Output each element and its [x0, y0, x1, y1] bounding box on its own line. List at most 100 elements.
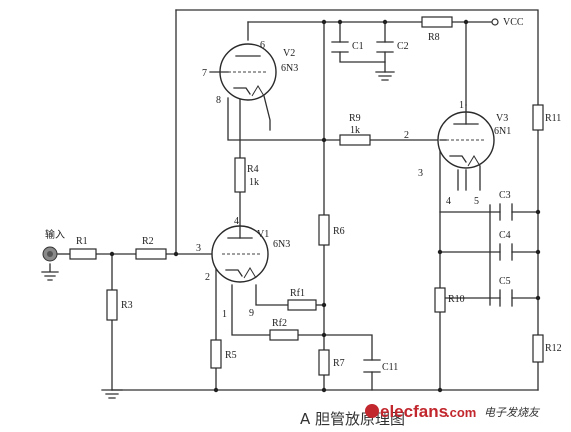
- rf2-label: Rf2: [272, 318, 287, 329]
- v3-name: V3: [496, 113, 508, 124]
- junction-dot: [535, 209, 541, 215]
- pin-v3-5: 5: [474, 196, 479, 207]
- diagram-caption: A 胆管放原理图: [300, 410, 405, 428]
- r10-label: R10: [448, 294, 465, 305]
- junction-dot: [321, 387, 327, 393]
- pin-v1-grid: 3: [196, 243, 201, 254]
- ground-icon: [375, 71, 395, 81]
- capacitor-c1: [331, 41, 349, 53]
- pin-v3-cathode: 3: [418, 168, 423, 179]
- pin-v1-9: 9: [249, 308, 254, 319]
- r4-label: R4: [247, 164, 259, 175]
- resistor-r6: [318, 214, 330, 246]
- r9-label: R9: [349, 113, 361, 124]
- resistor-r7: [318, 349, 330, 376]
- junction-dot: [463, 19, 469, 25]
- resistors: [69, 16, 544, 376]
- rf1-label: Rf1: [290, 288, 305, 299]
- capacitor-c2: [376, 41, 394, 53]
- junction-dot: [213, 387, 219, 393]
- resistor-r8: [421, 16, 453, 28]
- resistor-r5: [210, 339, 222, 369]
- junction-dot: [173, 251, 179, 257]
- r8-label: R8: [428, 32, 440, 43]
- junction-dot: [382, 19, 388, 25]
- junctions: [109, 19, 541, 393]
- vcc-terminal-icon: [491, 18, 499, 26]
- v2-name: V2: [283, 48, 295, 59]
- watermark-brand: elecfans: [380, 402, 448, 421]
- junction-dot: [321, 19, 327, 25]
- resistor-r9: [339, 134, 371, 146]
- r11-label: R11: [545, 113, 561, 124]
- c1-label: C1: [352, 41, 364, 52]
- tube-v1-filament: [243, 267, 257, 279]
- c11-label: C11: [382, 362, 398, 373]
- resistor-rf2: [269, 329, 299, 341]
- capacitor-c11: [363, 359, 381, 373]
- pin-v2-grid: 7: [202, 68, 207, 79]
- junction-dot: [437, 249, 443, 255]
- v1-name: V1: [257, 229, 269, 240]
- r7-label: R7: [333, 358, 345, 369]
- v3-type: 6N1: [494, 126, 511, 137]
- resistor-r12: [532, 334, 544, 363]
- tube-v1: [211, 225, 269, 283]
- watermark-cn: 电子发烧友: [484, 406, 541, 419]
- tube-v3-filament: [467, 155, 481, 167]
- pin-v3-4: 4: [446, 196, 451, 207]
- ground-icon: [101, 389, 123, 399]
- pin-v2-cathode: 8: [216, 95, 221, 106]
- v1-type: 6N3: [273, 239, 290, 250]
- tube-v3-cathode: [449, 155, 467, 163]
- tube-v2: [209, 43, 277, 131]
- junction-dot: [535, 249, 541, 255]
- junction-dot: [437, 387, 443, 393]
- junction-dot: [337, 19, 343, 25]
- pin-v3-plate: 1: [459, 100, 464, 111]
- tube-v2-filament: [251, 85, 265, 97]
- capacitor-c4: [499, 243, 513, 261]
- input-label: 输入: [45, 228, 65, 241]
- pin-v1-plate: 4: [234, 216, 239, 227]
- junction-dot: [109, 251, 115, 257]
- capacitors: [331, 41, 513, 373]
- r12-label: R12: [545, 343, 562, 354]
- labels: 输入 VCC R1 R2 R3 R4 1k R5 R6 R7 R8 R9 1k …: [45, 17, 562, 373]
- c5-label: C5: [499, 276, 511, 287]
- r9-value: 1k: [350, 125, 360, 136]
- elecfans-logo-icon: [365, 404, 379, 418]
- c2-label: C2: [397, 41, 409, 52]
- vcc-label: VCC: [503, 17, 524, 28]
- tube-v2-cathode: [233, 87, 251, 95]
- resistor-r1: [69, 248, 97, 260]
- v2-type: 6N3: [281, 63, 298, 74]
- pin-v3-grid: 2: [404, 130, 409, 141]
- resistor-rf1: [287, 299, 317, 311]
- input-jack: [42, 246, 58, 262]
- input-jack-center: [47, 251, 53, 257]
- c3-label: C3: [499, 190, 511, 201]
- ground-symbols: [41, 71, 395, 399]
- resistor-r3: [106, 289, 118, 321]
- r4-value: 1k: [249, 177, 259, 188]
- resistor-r10: [434, 287, 446, 313]
- pin-v1-cathode: 2: [205, 272, 210, 283]
- c4-label: C4: [499, 230, 511, 241]
- watermark-logo: elecfans .com 电子发烧友: [365, 402, 541, 421]
- watermark-domain: .com: [446, 405, 476, 420]
- r6-label: R6: [333, 226, 345, 237]
- r1-label: R1: [76, 236, 88, 247]
- capacitor-c5: [499, 289, 513, 307]
- junction-dot: [321, 137, 327, 143]
- junction-dot: [535, 295, 541, 301]
- junction-dot: [321, 302, 327, 308]
- r2-label: R2: [142, 236, 154, 247]
- resistor-r4: [234, 157, 246, 193]
- tube-v1-cathode: [225, 269, 243, 277]
- r3-label: R3: [121, 300, 133, 311]
- r5-label: R5: [225, 350, 237, 361]
- resistor-r2: [135, 248, 167, 260]
